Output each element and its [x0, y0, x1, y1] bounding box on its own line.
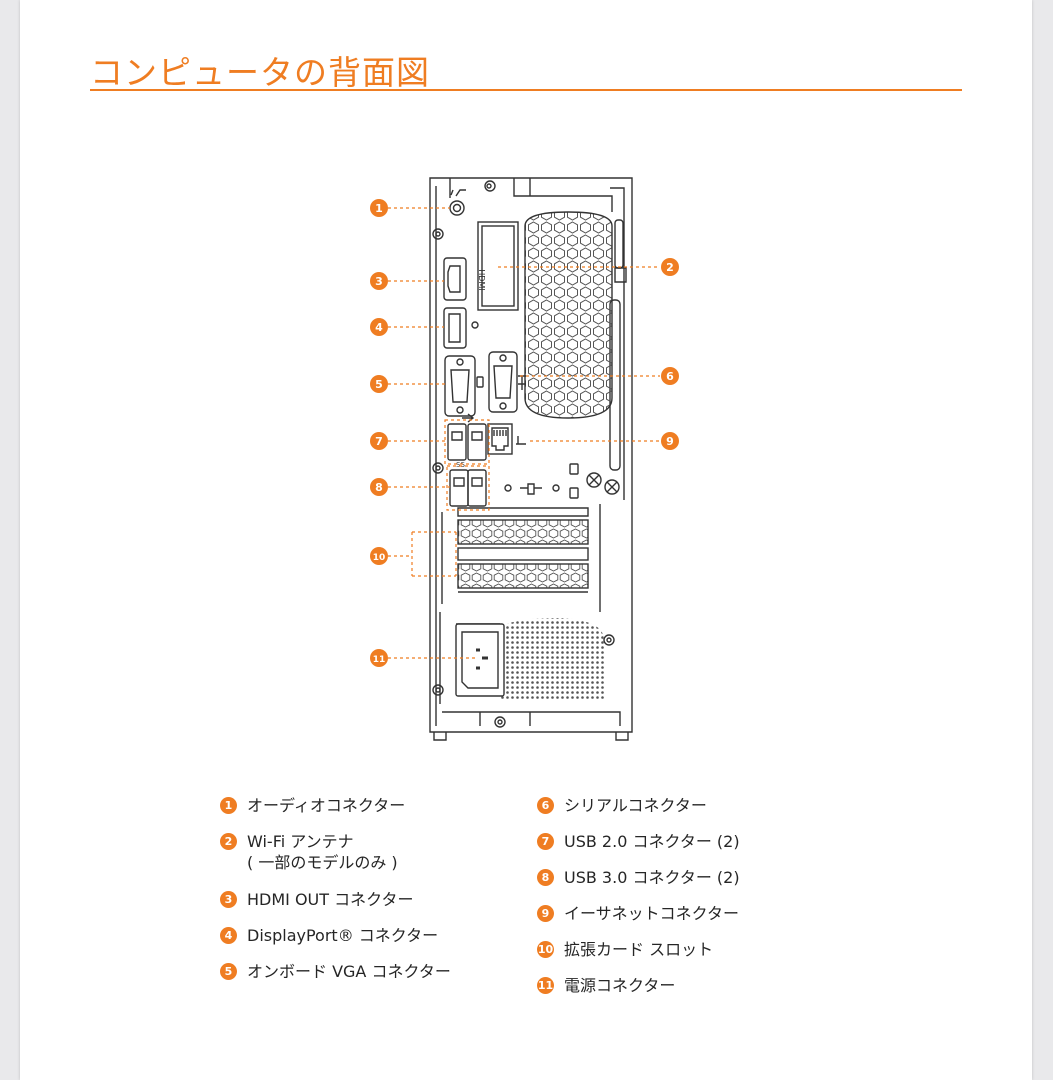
callout-7: 7 [370, 432, 388, 450]
legend-item-displayport: 4 DisplayPort® コネクター [220, 925, 540, 961]
legend-sublabel: ( 一部のモデルのみ ) [247, 853, 398, 872]
legend-label: HDMI OUT コネクター [247, 890, 414, 909]
legend-number: 11 [537, 977, 554, 994]
legend-right-column: 6 シリアルコネクター 7 USB 2.0 コネクター (2) 8 USB 3.… [537, 795, 857, 1011]
legend-item-ethernet: 9 イーサネットコネクター [537, 903, 857, 939]
usb3-ports-icon [449, 469, 487, 507]
legend-number: 2 [220, 833, 237, 850]
legend-item-serial: 6 シリアルコネクター [537, 795, 857, 831]
chassis [429, 177, 633, 741]
wifi-antenna-icon [477, 221, 519, 311]
displayport-icon [443, 307, 479, 349]
callout-10: 10 [370, 547, 388, 565]
legend-item-audio: 1 オーディオコネクター [220, 795, 540, 831]
legend-label: オーディオコネクター [247, 796, 406, 815]
svg-text:2: 2 [666, 261, 674, 274]
serial-port-icon [488, 351, 526, 413]
ethernet-port-icon [487, 423, 526, 455]
legend-left-column: 1 オーディオコネクター 2 Wi-Fi アンテナ ( 一部のモデルのみ ) 3… [220, 795, 540, 997]
legend-number: 3 [220, 891, 237, 908]
legend-item-expansion: 10 拡張カード スロット [537, 939, 857, 975]
legend-item-hdmi: 3 HDMI OUT コネクター [220, 889, 540, 925]
callout-11: 11 [370, 649, 388, 667]
hdmi-marking: HDMI [477, 269, 486, 290]
svg-text:11: 11 [373, 655, 386, 665]
legend-item-usb2: 7 USB 2.0 コネクター (2) [537, 831, 857, 867]
callout-6: 6 [661, 367, 679, 385]
callout-1: 1 [370, 199, 388, 217]
lock-slot-icon [504, 463, 620, 499]
svg-text:8: 8 [375, 481, 383, 494]
callout-4: 4 [370, 318, 388, 336]
callout-8: 8 [370, 478, 388, 496]
legend-label: Wi-Fi アンテナ [247, 832, 354, 851]
legend-number: 1 [220, 797, 237, 814]
vga-port-icon [444, 355, 484, 417]
usb3-marking: SS [456, 461, 465, 469]
expansion-slots [441, 504, 601, 612]
legend-number: 9 [537, 905, 554, 922]
rear-view-diagram: HDMI [370, 177, 679, 741]
svg-text:5: 5 [375, 378, 383, 391]
usb2-ports-icon [447, 413, 487, 461]
svg-text:3: 3 [375, 275, 383, 288]
ventilation-grille [524, 211, 613, 419]
callout-9: 9 [661, 432, 679, 450]
legend-number: 4 [220, 927, 237, 944]
legend-number: 7 [537, 833, 554, 850]
legend-number: 5 [220, 963, 237, 980]
callout-badges: 1 2 3 4 5 6 7 9 8 10 11 [370, 199, 679, 667]
legend-label: USB 3.0 コネクター (2) [564, 868, 740, 887]
hdmi-port-icon [443, 257, 467, 301]
legend-item-power: 11 電源コネクター [537, 975, 857, 1011]
legend-label: 拡張カード スロット [564, 940, 714, 959]
legend-number: 10 [537, 941, 554, 958]
power-supply [439, 612, 604, 704]
callout-2: 2 [661, 258, 679, 276]
legend-item-usb3: 8 USB 3.0 コネクター (2) [537, 867, 857, 903]
legend-number: 6 [537, 797, 554, 814]
svg-text:7: 7 [375, 435, 383, 448]
callout-3: 3 [370, 272, 388, 290]
svg-text:4: 4 [375, 321, 383, 334]
legend-label: 電源コネクター [564, 976, 676, 995]
legend-item-vga: 5 オンボード VGA コネクター [220, 961, 540, 997]
manual-page: コンピュータの背面図 [20, 0, 1032, 1080]
audio-jack-icon [449, 189, 466, 216]
legend-label-group: Wi-Fi アンテナ ( 一部のモデルのみ ) [247, 831, 398, 873]
svg-text:10: 10 [373, 553, 386, 563]
callout-leaders [388, 207, 660, 659]
legend-label: イーサネットコネクター [564, 904, 740, 923]
legend-label: オンボード VGA コネクター [247, 962, 451, 981]
legend-label: USB 2.0 コネクター (2) [564, 832, 740, 851]
legend-label: DisplayPort® コネクター [247, 926, 439, 945]
legend-number: 8 [537, 869, 554, 886]
page-title: コンピュータの背面図 [90, 53, 430, 92]
svg-text:1: 1 [375, 202, 383, 215]
title-rule [90, 89, 962, 91]
svg-text:9: 9 [666, 435, 674, 448]
callout-5: 5 [370, 375, 388, 393]
legend-label: シリアルコネクター [564, 796, 707, 815]
svg-text:6: 6 [666, 370, 674, 383]
legend-item-wifi: 2 Wi-Fi アンテナ ( 一部のモデルのみ ) [220, 831, 540, 889]
